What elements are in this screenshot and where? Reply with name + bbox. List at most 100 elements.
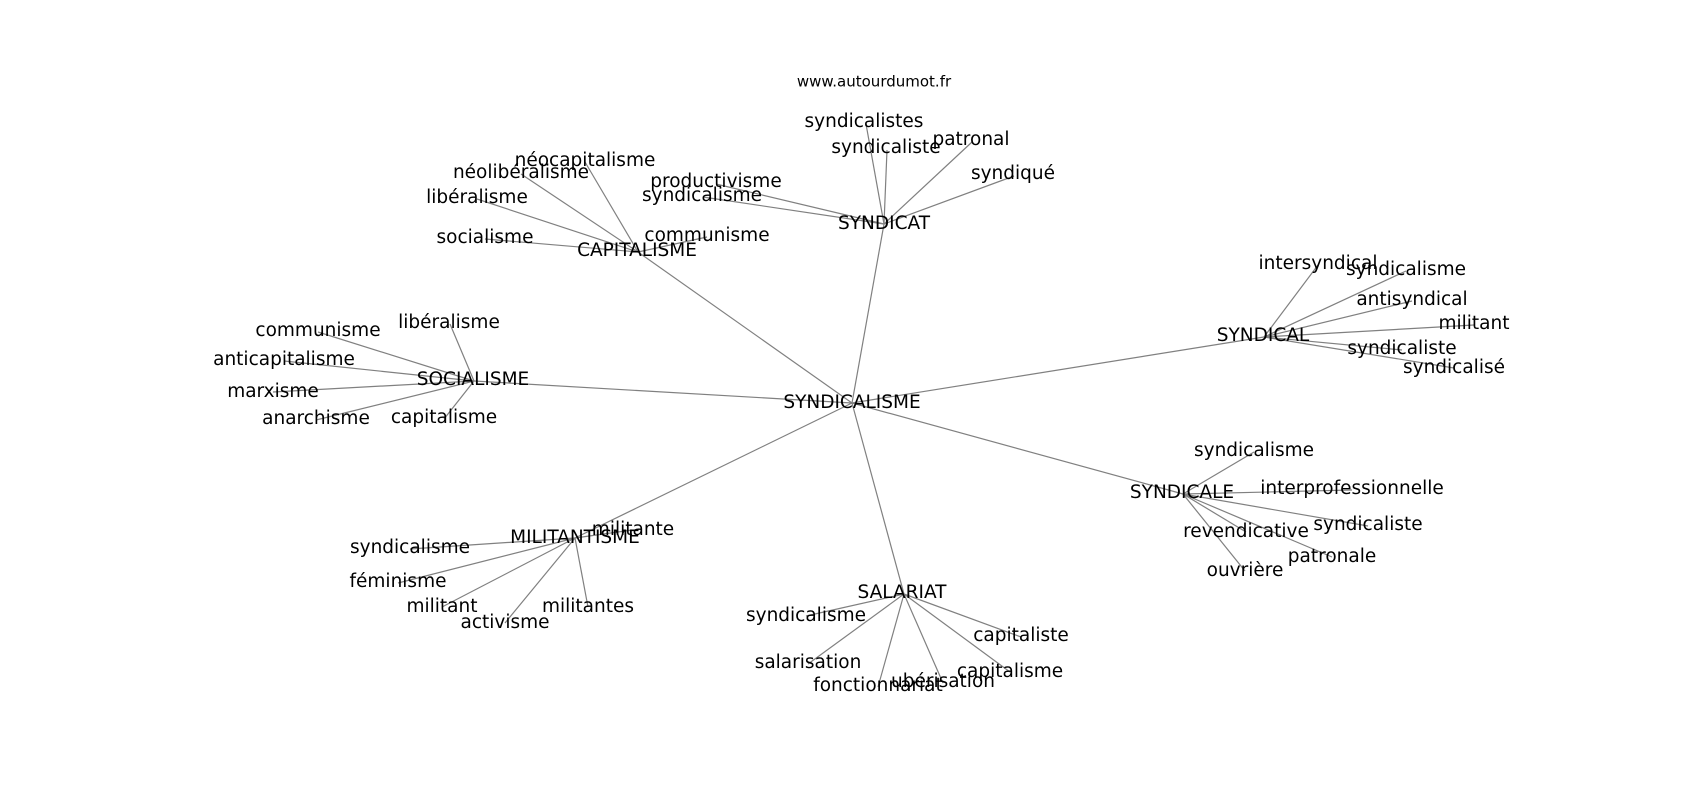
- edge-syndical-militant: [1263, 324, 1475, 338]
- leaf-syndicale-syndicalisme: syndicalisme: [1194, 440, 1314, 461]
- leaf-capitalisme-neocapitalisme: néocapitalisme: [515, 150, 656, 171]
- edge-syndicat-syndicalistes: [865, 123, 885, 225]
- edge-center-socialisme: [473, 380, 853, 404]
- edge-syndicat-syndicalisme: [702, 196, 885, 225]
- edge-syndicat-syndique: [883, 175, 1015, 225]
- leaf-syndicat-syndique: syndiqué: [971, 163, 1055, 184]
- edge-salariat-fonctionnariat: [877, 593, 905, 688]
- group-node-militantisme: MILITANTISME: [510, 527, 640, 548]
- leaf-militantisme-activisme: activisme: [460, 612, 549, 633]
- leaf-salariat-salarisation: salarisation: [755, 652, 862, 673]
- edge-militantisme-activisme: [504, 537, 576, 624]
- edge-center-syndicale: [851, 402, 1184, 495]
- edge-syndicale-syndicaliste: [1182, 493, 1369, 527]
- edge-syndicat-productivisme: [715, 183, 885, 225]
- edge-syndical-syndicaliste: [1263, 336, 1403, 351]
- leaf-salariat-capitaliste: capitaliste: [973, 625, 1069, 646]
- leaf-militantisme-feminisme: féminisme: [350, 571, 447, 592]
- leaf-socialisme-anticapitalisme: anticapitalisme: [213, 349, 355, 370]
- edge-syndicat-patronal: [883, 141, 973, 225]
- edge-syndical-antisyndical: [1263, 300, 1413, 338]
- group-node-capitalisme: CAPITALISME: [577, 240, 697, 261]
- edge-center-militantisme: [574, 402, 853, 539]
- edge-capitalisme-liberalisme: [476, 198, 639, 253]
- edge-syndicale-ouvriere: [1182, 493, 1246, 572]
- leaf-syndicale-revendicative: revendicative: [1183, 521, 1309, 542]
- edge-militantisme-militante: [574, 529, 633, 539]
- group-node-socialisme: SOCIALISME: [417, 369, 530, 390]
- edge-militantisme-feminisme: [397, 537, 576, 584]
- group-node-syndicale: SYNDICALE: [1130, 482, 1234, 503]
- edge-militantisme-syndicalisme: [409, 537, 576, 550]
- edge-center-salariat: [851, 402, 905, 595]
- leaf-capitalisme-neoliberalisme: néolibéralisme: [453, 162, 589, 183]
- edge-salariat-salarisation: [807, 593, 905, 665]
- leaf-socialisme-communisme: communisme: [255, 320, 380, 341]
- edge-capitalisme-socialisme: [484, 238, 639, 253]
- leaf-syndical-antisyndical: antisyndical: [1356, 289, 1467, 310]
- leaf-socialisme-anarchisme: anarchisme: [262, 408, 370, 429]
- edge-salariat-syndicalisme: [805, 593, 905, 617]
- edge-syndicale-patronale: [1182, 493, 1333, 558]
- edge-syndical-syndicalise: [1263, 336, 1455, 369]
- leaf-militantisme-militantes: militantes: [542, 596, 634, 617]
- leaf-socialisme-liberalisme: libéralisme: [398, 312, 500, 333]
- leaf-salariat-uberisation: ubérisation: [891, 671, 995, 692]
- edge-center-capitalisme: [637, 251, 853, 404]
- leaf-syndical-syndicalisme: syndicalisme: [1346, 259, 1466, 280]
- edge-socialisme-anarchisme: [315, 380, 475, 421]
- leaf-capitalisme-socialisme: socialisme: [437, 227, 534, 248]
- edge-center-syndical: [851, 336, 1265, 404]
- edge-center-syndicat: [851, 223, 885, 404]
- leaf-militantisme-militante: militante: [592, 519, 674, 540]
- leaf-salariat-syndicalisme: syndicalisme: [746, 605, 866, 626]
- center-node-label: SYNDICALISME: [783, 392, 920, 413]
- group-node-salariat: SALARIAT: [858, 582, 948, 603]
- edge-socialisme-liberalisme: [449, 323, 475, 382]
- edge-salariat-uberisation: [903, 593, 944, 684]
- leaf-syndicale-ouvriere: ouvrière: [1207, 560, 1284, 581]
- edge-socialisme-communisme: [317, 331, 475, 382]
- edge-socialisme-marxisme: [272, 380, 475, 393]
- edge-salariat-capitalisme: [903, 593, 1011, 673]
- leaf-salariat-fonctionnariat: fonctionnariat: [813, 675, 943, 696]
- leaf-socialisme-marxisme: marxisme: [227, 381, 319, 402]
- leaf-salariat-capitalisme: capitalisme: [957, 661, 1063, 682]
- leaf-syndical-syndicalise: syndicalisé: [1403, 357, 1505, 378]
- edge-militantisme-militant: [441, 537, 576, 608]
- leaf-syndical-syndicaliste: syndicaliste: [1347, 338, 1456, 359]
- leaf-socialisme-capitalisme: capitalisme: [391, 407, 497, 428]
- edge-syndical-intersyndical: [1263, 264, 1319, 338]
- edge-capitalisme-neoliberalisme: [520, 173, 639, 253]
- edge-capitalisme-neocapitalisme: [584, 161, 639, 253]
- leaf-militantisme-syndicalisme: syndicalisme: [350, 537, 470, 558]
- leaf-capitalisme-liberalisme: libéralisme: [426, 187, 528, 208]
- leaf-syndicale-syndicaliste: syndicaliste: [1313, 514, 1422, 535]
- leaf-syndical-intersyndical: intersyndical: [1259, 253, 1378, 274]
- edge-syndicale-revendicative: [1182, 493, 1247, 533]
- labels: www.autourdumot.fr SYNDICALISME SYNDICAT…: [213, 73, 1509, 697]
- edge-socialisme-anticapitalisme: [283, 360, 475, 382]
- center-edges: [473, 223, 1265, 595]
- edge-syndicat-syndicaliste: [883, 149, 888, 225]
- leaf-syndicat-syndicalistes: syndicalistes: [805, 111, 924, 132]
- edge-syndical-syndicalisme: [1263, 270, 1407, 338]
- leaf-capitalisme-communisme: communisme: [644, 225, 769, 246]
- leaf-syndicat-syndicalisme: syndicalisme: [642, 185, 762, 206]
- leaf-syndicale-interprofessionnelle: interprofessionnelle: [1260, 478, 1444, 499]
- leaf-edges: [272, 123, 1475, 688]
- group-node-syndicat: SYNDICAT: [838, 213, 931, 234]
- leaf-militantisme-militant: militant: [406, 596, 477, 617]
- edge-syndicale-syndicalisme: [1182, 451, 1255, 495]
- source-url: www.autourdumot.fr: [797, 73, 952, 91]
- leaf-syndicat-syndicaliste: syndicaliste: [831, 137, 940, 158]
- leaf-syndicat-patronal: patronal: [932, 129, 1009, 150]
- leaf-syndicat-productivisme: productivisme: [650, 171, 781, 192]
- edge-socialisme-capitalisme: [443, 380, 475, 420]
- edge-militantisme-militantes: [574, 537, 589, 608]
- edge-capitalisme-communisme: [637, 236, 708, 253]
- edge-salariat-capitaliste: [903, 593, 1022, 638]
- edge-syndicale-interprofessionnelle: [1182, 489, 1353, 495]
- leaf-syndicale-patronale: patronale: [1288, 546, 1376, 567]
